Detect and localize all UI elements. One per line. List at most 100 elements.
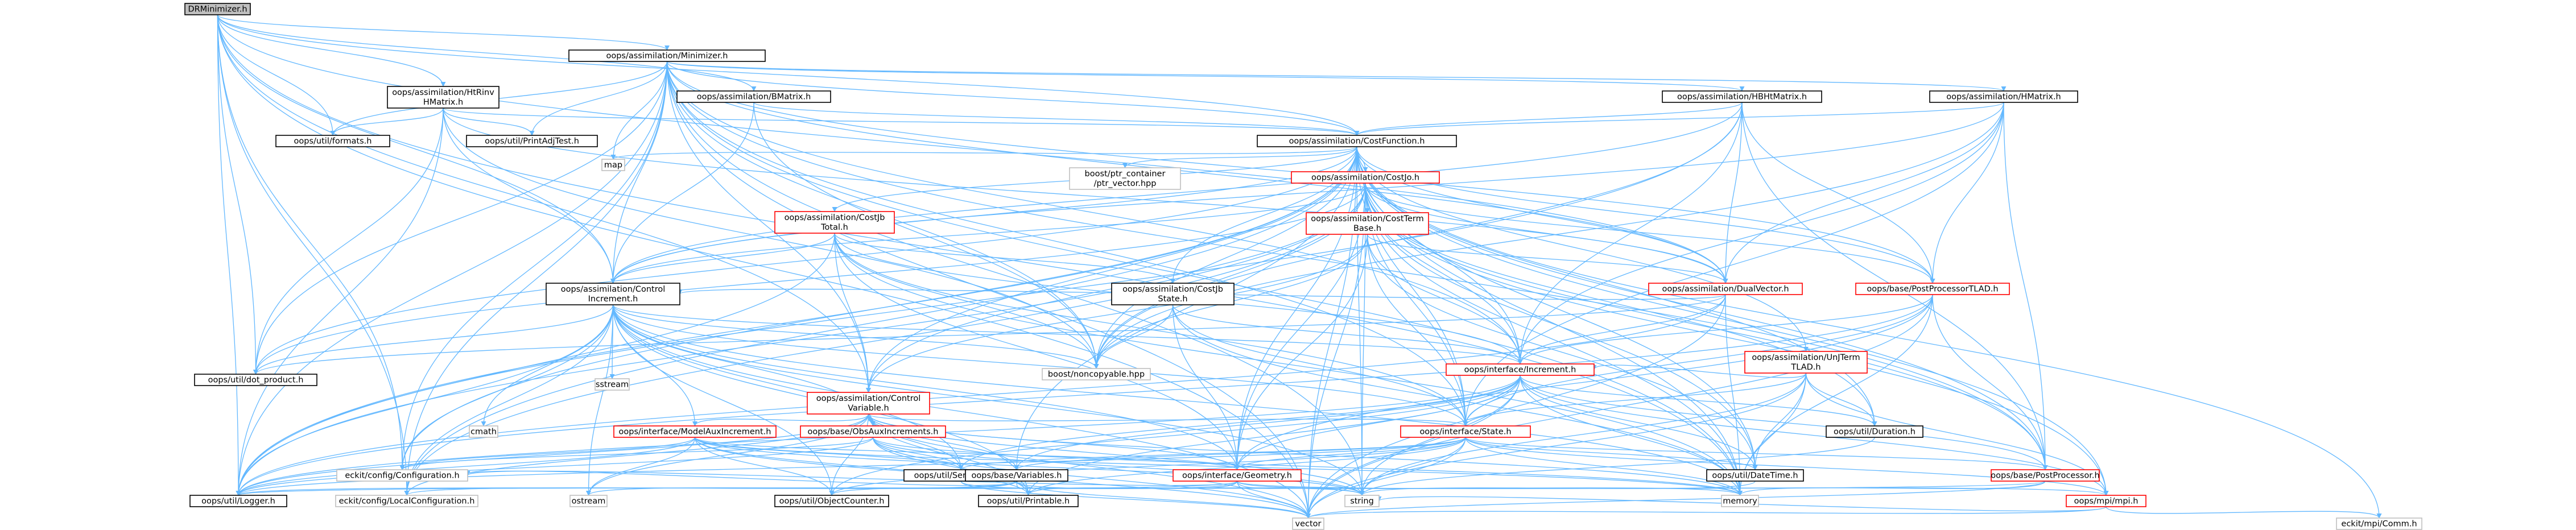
edge-hmatrix-postproctlad — [1930, 102, 2004, 284]
node-label: oops/assimilation/HtRinv — [392, 88, 494, 97]
node-box — [275, 135, 390, 147]
node-ostream: ostream — [569, 495, 608, 507]
edge-costtermbase-geometry — [1234, 234, 1368, 470]
node-state[interactable]: oops/interface/State.h — [1400, 425, 1531, 438]
edge-controlincrement-memory — [612, 304, 1743, 496]
edge-costfunction-controlvariable — [865, 146, 1357, 393]
edge-minimizer-dotproduct — [253, 61, 668, 375]
node-cmath: cmath — [469, 425, 498, 438]
node-costjo[interactable]: oops/assimilation/CostJo.h — [1291, 171, 1440, 184]
edge-unjterm-vector — [1306, 372, 1807, 519]
node-label: HMatrix.h — [423, 98, 463, 107]
node-label: oops/util/Printable.h — [987, 497, 1070, 506]
node-label: Variable.h — [848, 404, 889, 413]
node-dualvector[interactable]: oops/assimilation/DualVector.h — [1648, 283, 1803, 295]
edge-hthinv-controlincrement — [443, 107, 616, 284]
node-printadj[interactable]: oops/util/PrintAdjTest.h — [466, 135, 598, 147]
node-geometry[interactable]: oops/interface/Geometry.h — [1173, 469, 1302, 482]
node-box — [1292, 517, 1324, 530]
edge-root-bmatrix — [217, 14, 757, 92]
node-box — [387, 86, 499, 109]
node-label: oops/interface/Increment.h — [1464, 366, 1576, 375]
node-box — [189, 495, 287, 507]
edge-hbhtmatrix-controlincrement — [610, 102, 1743, 284]
edge-costfunction-postproctlad — [1356, 146, 1935, 284]
edge-state-postproc — [1465, 437, 2048, 470]
node-label: oops/interface/State.h — [1419, 428, 1511, 437]
edge-costjo-dotproduct — [253, 183, 1366, 375]
node-label: oops/util/dot_product.h — [208, 376, 304, 385]
node-formats[interactable]: oops/util/formats.h — [275, 135, 390, 147]
node-box — [1344, 495, 1380, 507]
node-label: oops/assimilation/CostJb — [785, 213, 885, 222]
node-box — [194, 374, 317, 386]
node-box — [546, 283, 680, 305]
edge-controlincrement-serializable — [612, 304, 964, 470]
edge-controlincrement-cmath — [481, 304, 614, 427]
node-label: DRMinimizer.h — [188, 5, 247, 14]
node-label: oops/util/DateTime.h — [1712, 471, 1798, 481]
node-modelauxinc[interactable]: oops/interface/ModelAuxIncrement.h — [613, 425, 777, 438]
node-hbhtmatrix[interactable]: oops/assimilation/HBHtMatrix.h — [1662, 90, 1822, 103]
node-label: oops/base/Variables.h — [972, 471, 1062, 481]
edge-controlincrement-logger — [236, 304, 614, 496]
node-label: oops/util/formats.h — [294, 137, 372, 146]
node-duration[interactable]: oops/util/Duration.h — [1826, 425, 1923, 438]
edge-obsauxinc-serializable — [872, 437, 964, 470]
node-label: State.h — [1158, 295, 1187, 304]
edge-minimizer-printadj — [529, 61, 668, 136]
edge-increment-serializable — [958, 375, 1521, 470]
edge-unjterm-string — [1359, 372, 1807, 496]
node-printable[interactable]: oops/util/Printable.h — [978, 495, 1079, 507]
node-box — [1446, 363, 1595, 376]
edge-obsauxinc-logger — [236, 437, 874, 496]
node-label: string — [1350, 497, 1374, 506]
node-label: oops/assimilation/UnJTerm — [1752, 353, 1860, 362]
node-postproctlad[interactable]: oops/base/PostProcessorTLAD.h — [1855, 283, 2010, 295]
edge-costfunction-unjterm — [1356, 146, 1809, 352]
node-label: boost/noncopyable.hpp — [1048, 370, 1145, 379]
node-root[interactable]: DRMinimizer.h — [184, 3, 251, 15]
node-increment[interactable]: oops/interface/Increment.h — [1446, 363, 1595, 376]
node-dotproduct[interactable]: oops/util/dot_product.h — [194, 374, 317, 386]
edge-costjo-postproctlad — [1365, 183, 1935, 284]
node-box — [800, 425, 946, 438]
edge-increment-objectcounter — [829, 375, 1521, 496]
node-obsauxinc[interactable]: oops/base/ObsAuxIncrements.h — [800, 425, 946, 438]
node-box — [601, 159, 625, 171]
node-label: Base.h — [1353, 224, 1381, 233]
node-box — [1648, 283, 1803, 295]
edge-state-mpi — [1465, 437, 2109, 496]
node-logger[interactable]: oops/util/Logger.h — [189, 495, 287, 507]
node-bmatrix[interactable]: oops/assimilation/BMatrix.h — [676, 90, 831, 103]
node-datetime[interactable]: oops/util/DateTime.h — [1706, 469, 1804, 482]
edge-postproc-memory — [1737, 481, 2046, 496]
node-postproc[interactable]: oops/base/PostProcessor.h — [1991, 469, 2100, 482]
node-costfunction[interactable]: oops/assimilation/CostFunction.h — [1257, 135, 1457, 147]
edge-increment-datetime — [1520, 375, 1758, 470]
edge-geometry-vector — [1236, 481, 1311, 519]
node-minimizer[interactable]: oops/assimilation/Minimizer.h — [568, 49, 766, 62]
node-box — [336, 469, 468, 482]
edge-hthinv-printadj — [443, 107, 535, 136]
edge-modelauxinc-string — [694, 437, 1365, 496]
edge-obsauxinc-memory — [872, 437, 1743, 496]
node-box — [1173, 469, 1302, 482]
edge-obsauxinc-printable — [872, 437, 1031, 496]
edge-unjterm-increment — [1591, 365, 1807, 378]
edge-state-string — [1359, 437, 1466, 496]
node-mpi[interactable]: oops/mpi/mpi.h — [2066, 495, 2146, 507]
edge-root-controlincrement — [217, 14, 616, 284]
edge-datetime-string — [1359, 481, 1756, 496]
node-objectcounter[interactable]: oops/util/ObjectCounter.h — [774, 495, 889, 507]
node-hmatrix[interactable]: oops/assimilation/HMatrix.h — [1929, 90, 2078, 103]
node-basevariables[interactable]: oops/base/Variables.h — [965, 469, 1068, 482]
node-label: oops/assimilation/Control — [816, 394, 921, 403]
